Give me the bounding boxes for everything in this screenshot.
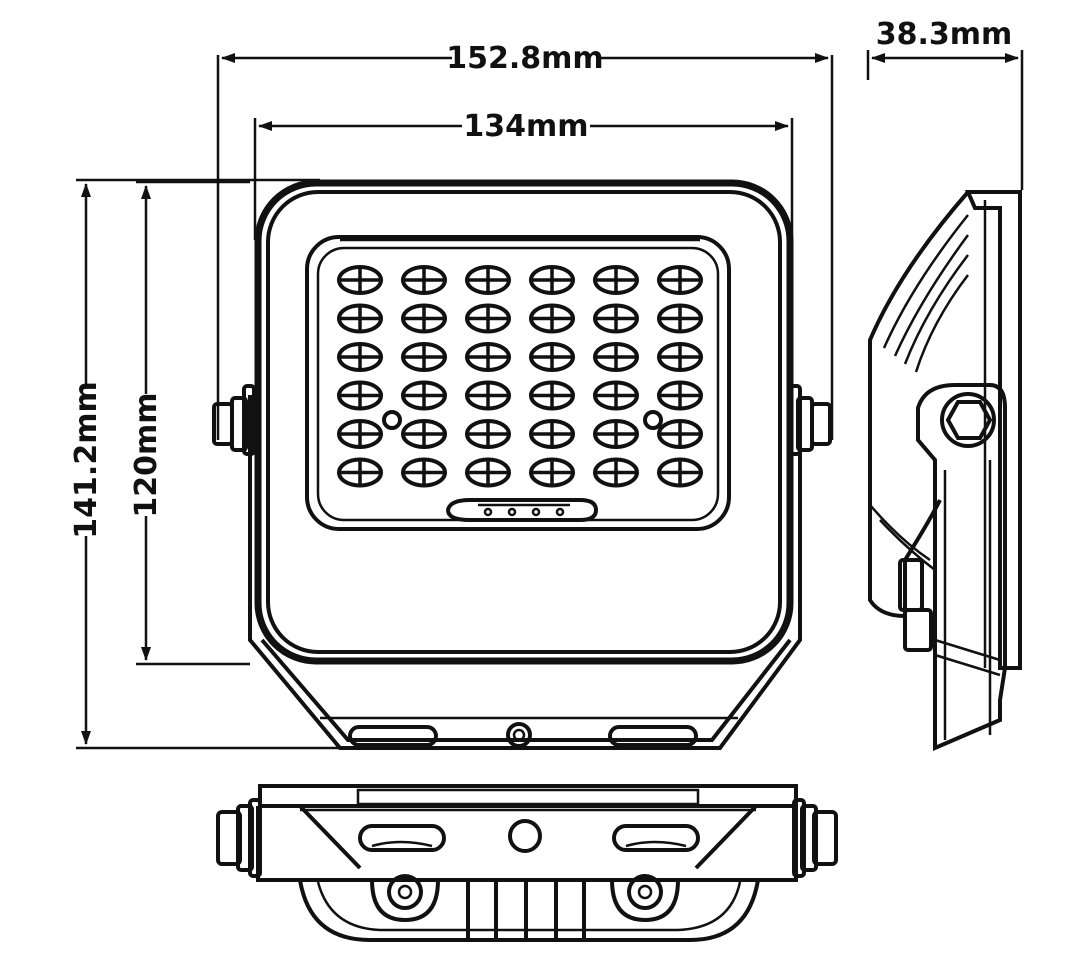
mounting-boss-icon — [387, 874, 423, 910]
dimension-depth: 38.3mm — [866, 17, 1024, 190]
dimension-lens-height: 120mm — [129, 180, 250, 666]
led-icon — [337, 265, 383, 295]
led-icon — [401, 342, 447, 372]
led-icon — [529, 342, 575, 372]
bracket-knob-right — [788, 384, 832, 456]
mounting-boss-icon — [627, 874, 663, 910]
led-icon — [465, 342, 511, 372]
hex-nut-icon — [945, 400, 993, 440]
front-view — [212, 179, 832, 750]
vent-slot — [608, 725, 698, 747]
led-icon — [529, 265, 575, 295]
bracket-knob-left — [212, 384, 256, 456]
dimension-lens-width: 134mm — [253, 109, 794, 240]
led-icon — [337, 380, 383, 411]
cable-gland-icon — [506, 722, 532, 748]
led-icon — [401, 419, 447, 449]
bracket-knob-left — [216, 798, 262, 878]
overall-height-label: 141.2mm — [69, 381, 104, 538]
led-icon — [529, 303, 575, 334]
side-view — [868, 190, 1022, 752]
lens-width-label: 134mm — [463, 109, 588, 144]
led-icon — [337, 419, 383, 449]
led-icon — [465, 380, 511, 411]
led-icon — [401, 303, 447, 334]
cable-gland-icon — [508, 819, 542, 853]
led-icon — [465, 303, 511, 334]
led-icon — [401, 265, 447, 295]
led-icon — [401, 457, 447, 488]
led-icon — [657, 457, 703, 488]
connector-plate — [445, 498, 599, 522]
led-icon — [593, 380, 639, 411]
led-icon — [529, 457, 575, 488]
led-icon — [657, 342, 703, 372]
screw-icon — [382, 410, 402, 430]
screw-icon — [643, 410, 663, 430]
led-icon — [337, 303, 383, 334]
led-icon — [337, 342, 383, 372]
led-icon — [529, 380, 575, 411]
vent-slot — [358, 824, 446, 852]
bracket-knob-right — [792, 798, 838, 878]
led-icon — [657, 380, 703, 411]
led-icon — [657, 303, 703, 334]
overall-width-label: 152.8mm — [446, 41, 603, 76]
led-icon — [593, 303, 639, 334]
dimension-overall-height: 141.2mm — [69, 178, 360, 750]
led-icon — [465, 265, 511, 295]
led-icon — [593, 265, 639, 295]
led-icon — [657, 419, 703, 449]
led-icon — [337, 457, 383, 488]
led-icon — [593, 419, 639, 449]
depth-label: 38.3mm — [876, 17, 1013, 52]
led-icon — [465, 419, 511, 449]
vent-slot — [612, 824, 700, 852]
bottom-view — [216, 784, 838, 942]
led-icon — [529, 419, 575, 449]
vent-slot — [348, 725, 438, 747]
led-icon — [465, 457, 511, 488]
led-icon — [593, 342, 639, 372]
led-icon — [401, 380, 447, 411]
lens-height-label: 120mm — [129, 392, 164, 517]
dimension-overall-width: 152.8mm — [216, 41, 834, 440]
led-icon — [593, 457, 639, 488]
led-array — [337, 265, 703, 488]
led-icon — [657, 265, 703, 295]
